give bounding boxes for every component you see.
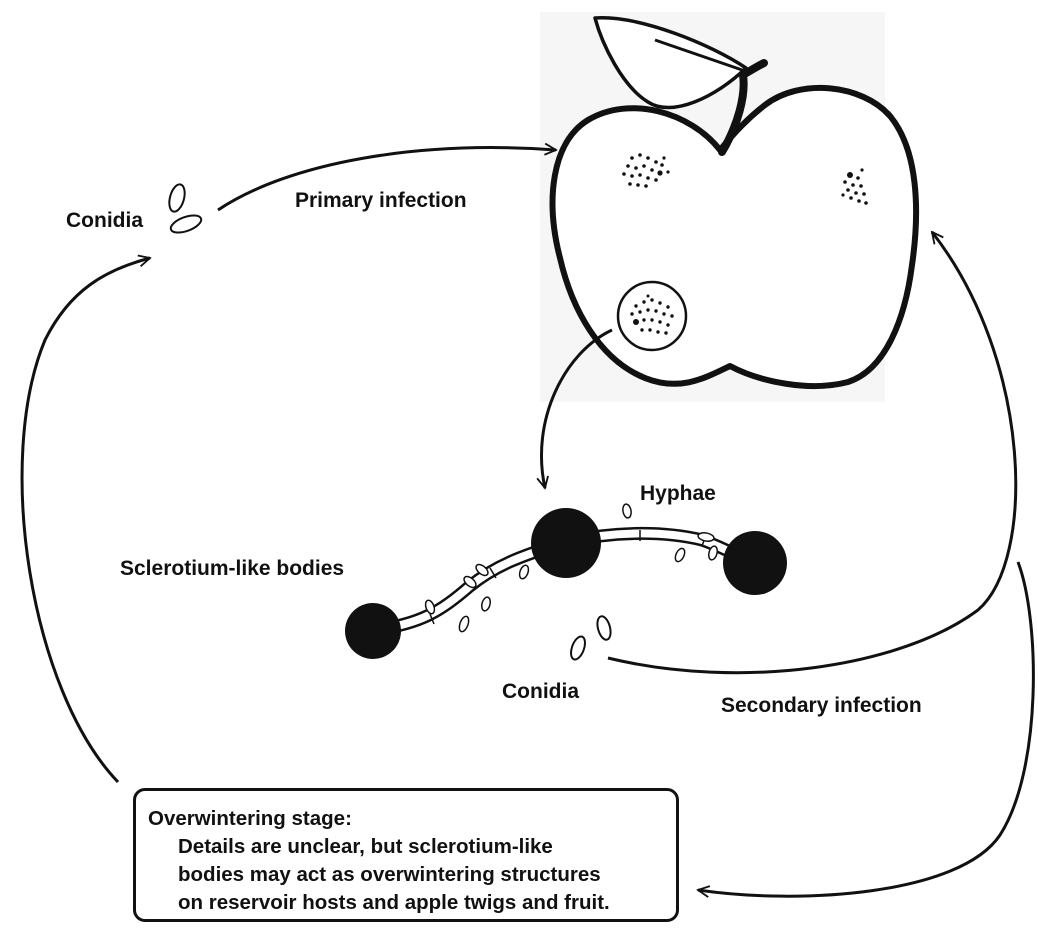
overwintering-box: Overwintering stage: Details are unclear… [133,788,679,922]
conidia-label-left: Conidia [66,210,143,231]
sclerotium-bodies-label: Sclerotium-like bodies [120,558,344,579]
conidia-spores-bottom [568,615,613,661]
secondary-infection-label: Secondary infection [721,695,922,716]
to-overwintering-arrow [698,562,1033,896]
conidia-label-bottom: Conidia [502,681,579,702]
overwintering-line-1: Details are unclear, but sclerotium-like [148,833,666,861]
primary-infection-label: Primary infection [295,190,467,211]
overwintering-line-3: on reservoir hosts and apple twigs and f… [148,889,666,917]
overwintering-title: Overwintering stage: [148,805,666,833]
overwintering-to-conidia-arrow [22,258,150,782]
conidia-spores-left [167,183,204,236]
overwintering-line-2: bodies may act as overwintering structur… [148,861,666,889]
hyphae-label: Hyphae [640,483,716,504]
sclerotium-bodies [345,508,787,659]
